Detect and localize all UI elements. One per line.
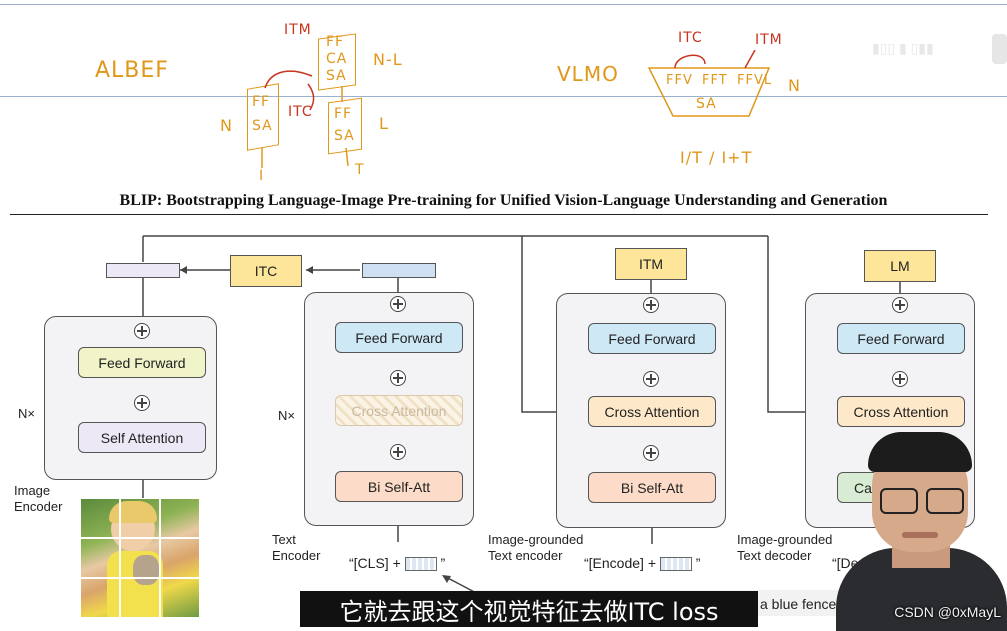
image-feature-bar [106,263,180,278]
text-encoder-label-2: Encoder [272,548,320,564]
presenter-video [836,428,1007,631]
text-encoder-bi-self-att: Bi Self-Att [335,471,463,502]
text-encoder-cross-attention-disabled: Cross Attention [335,395,463,426]
residual-add-icon [643,297,659,313]
caption-input-text: a blue fence [760,596,836,612]
watermark: CSDN @0xMayL [894,604,1001,620]
grounded-decoder-cross-attention: Cross Attention [837,396,965,427]
itc-head: ITC [230,255,302,287]
text-encoder-repeat: N× [278,408,295,424]
grounded-encoder-label-2: Text encoder [488,548,562,564]
image-encoder-label-2: Encoder [14,499,62,515]
lm-head: LM [864,250,936,282]
residual-add-icon [892,297,908,313]
grounded-encoder-input: “[Encode] + ” [584,555,700,571]
text-encoder-input-close: ” [441,555,446,571]
text-feature-bar [362,263,436,278]
grounded-encoder-input-text: “[Encode] + [584,555,656,571]
token-placeholder [660,557,692,571]
residual-add-icon [390,444,406,460]
text-encoder-label-1: Text [272,532,296,548]
image-encoder-feed-forward: Feed Forward [78,347,206,378]
image-encoder-stack [44,316,217,480]
grounded-decoder-label-1: Image-grounded [737,532,832,548]
text-encoder-feed-forward: Feed Forward [335,322,463,353]
text-encoder-input-text: “[CLS] + [349,555,401,571]
image-encoder-self-attention: Self Attention [78,422,206,453]
input-image-patches [81,499,199,617]
image-encoder-label-1: Image [14,483,50,499]
grounded-encoder-input-close: ” [696,555,701,571]
residual-add-icon [892,371,908,387]
grounded-encoder-cross-attention: Cross Attention [588,396,716,427]
grounded-encoder-feed-forward: Feed Forward [588,323,716,354]
residual-add-icon [134,395,150,411]
grounded-decoder-feed-forward: Feed Forward [837,323,965,354]
text-encoder-input: “[CLS] + ” [349,555,445,571]
residual-add-icon [390,296,406,312]
residual-add-icon [643,445,659,461]
grounded-encoder-bi-self-att: Bi Self-Att [588,472,716,503]
residual-add-icon [134,323,150,339]
video-subtitle: 它就去跟这个视觉特征去做ITC loss [300,591,758,627]
residual-add-icon [390,370,406,386]
grounded-decoder-label-2: Text decoder [737,548,811,564]
itm-head: ITM [615,248,687,280]
image-encoder-repeat: N× [18,406,35,422]
residual-add-icon [643,371,659,387]
grounded-encoder-label-1: Image-grounded [488,532,583,548]
